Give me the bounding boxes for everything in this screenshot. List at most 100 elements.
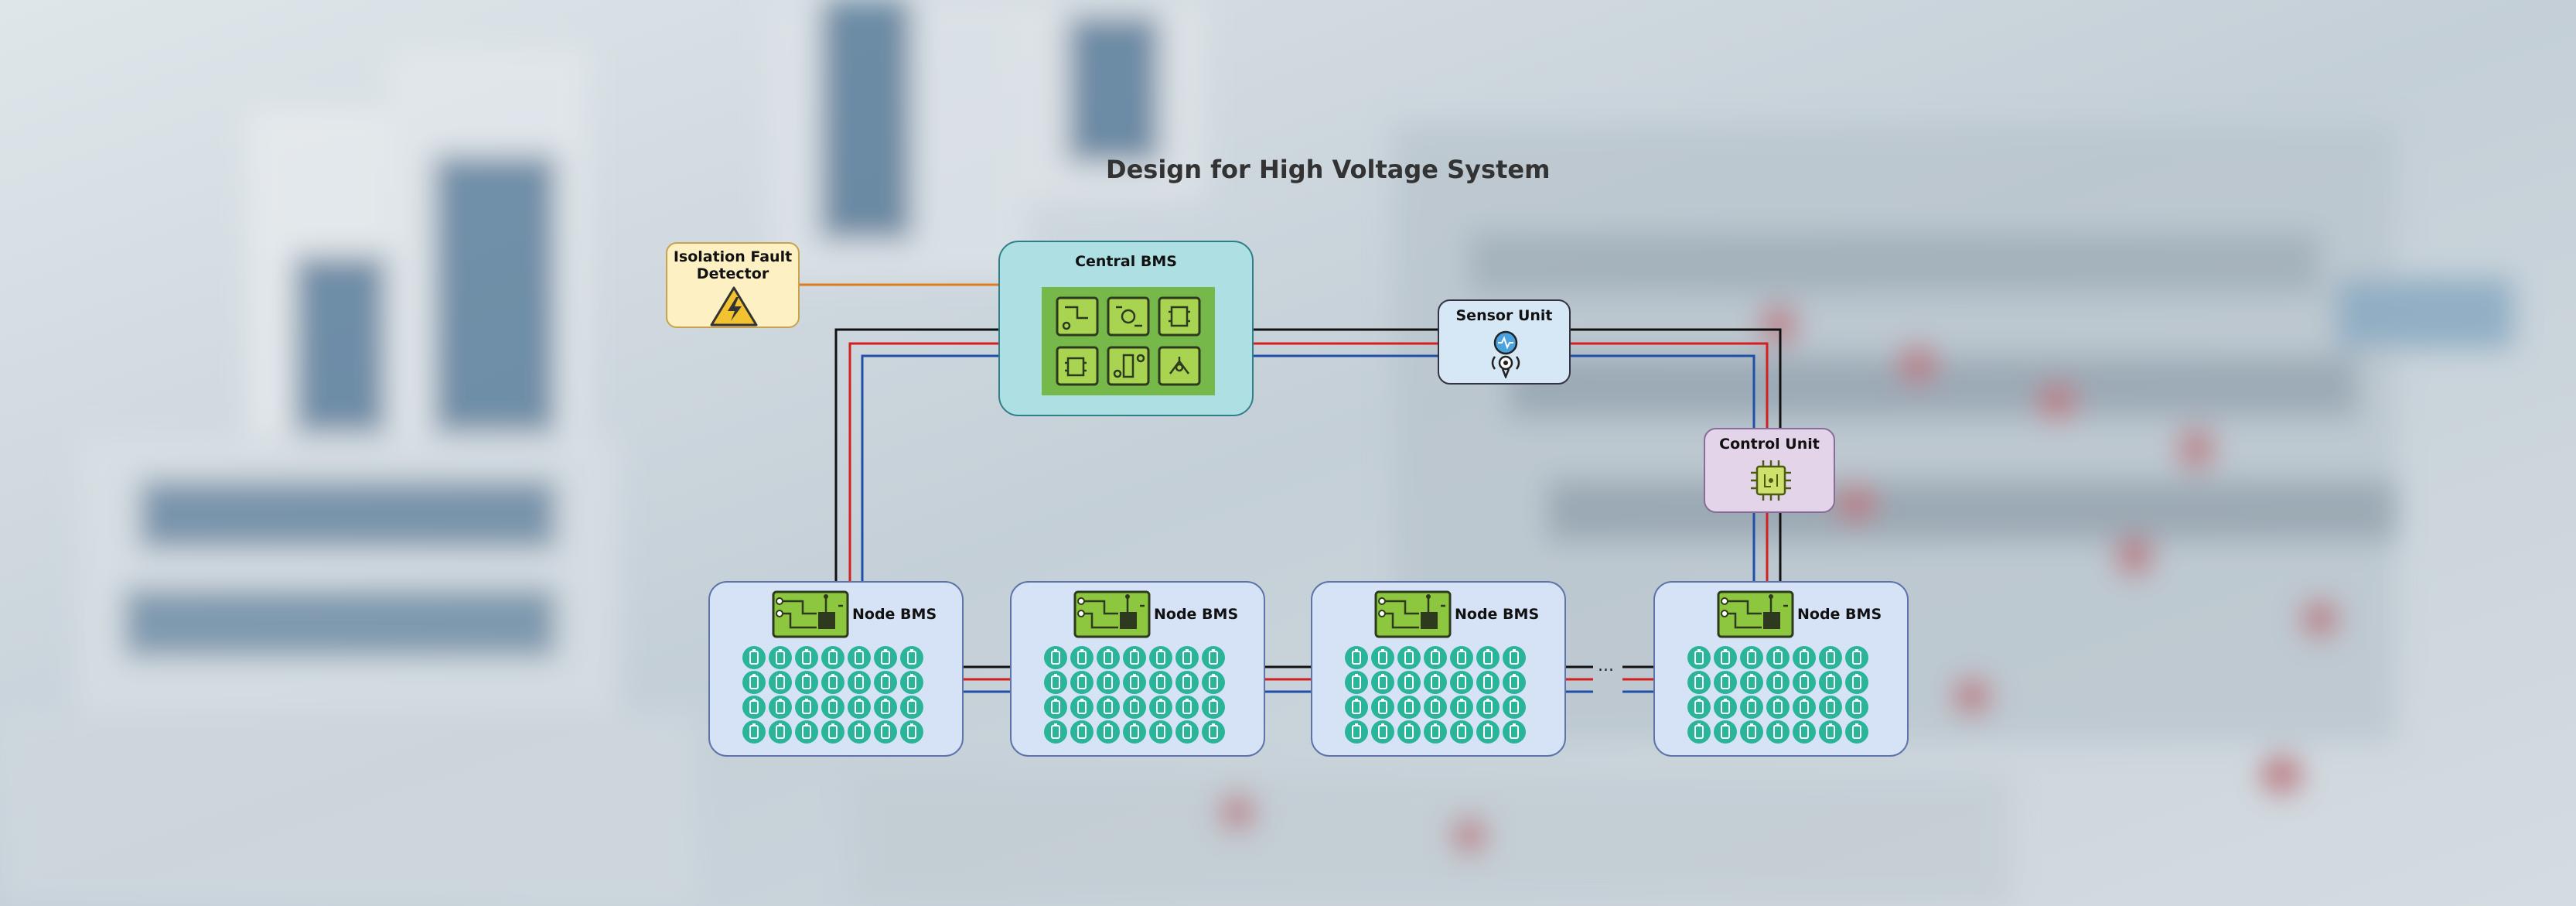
battery-cell-icon (1175, 671, 1199, 694)
diagram-title: Design for High Voltage System (1106, 155, 1551, 184)
battery-cell-icon (848, 671, 871, 694)
node-bms: Node BMS (1010, 581, 1265, 757)
circuit-board-icon (772, 590, 849, 638)
battery-cell-grid (1044, 646, 1225, 744)
battery-cell-icon (1070, 646, 1094, 669)
battery-cell-icon (1097, 696, 1120, 719)
circuit-board-icon (1717, 590, 1794, 638)
battery-cell-icon (1044, 720, 1067, 744)
battery-cell-icon (1123, 671, 1146, 694)
battery-cell-icon (742, 671, 766, 694)
battery-cell-icon (821, 671, 844, 694)
node-bms: Node BMS (1311, 581, 1566, 757)
battery-cell-icon (1202, 720, 1225, 744)
battery-cell-icon (1476, 671, 1500, 694)
battery-cell-icon (848, 696, 871, 719)
wire-central-node1-red (848, 342, 998, 581)
battery-cell-icon (821, 696, 844, 719)
battery-cell-icon (1793, 696, 1816, 719)
battery-cell-icon (1371, 720, 1394, 744)
battery-cell-icon (742, 720, 766, 744)
battery-cell-icon (1097, 671, 1120, 694)
battery-cell-icon (1687, 696, 1711, 719)
circuit-board-icon (1042, 287, 1215, 395)
battery-cell-icon (1687, 720, 1711, 744)
battery-cell-icon (1819, 720, 1842, 744)
battery-cell-icon (1345, 696, 1368, 719)
battery-cell-icon (742, 696, 766, 719)
central-bms-label: Central BMS (1075, 253, 1177, 270)
battery-cell-icon (1070, 696, 1094, 719)
sensor-unit: Sensor Unit (1438, 299, 1571, 385)
battery-cell-icon (1397, 646, 1421, 669)
battery-cell-icon (1175, 646, 1199, 669)
battery-cell-icon (1044, 696, 1067, 719)
battery-cell-icon (1450, 646, 1473, 669)
battery-cell-icon (1845, 696, 1868, 719)
node-bms-label: Node BMS (1154, 606, 1239, 623)
battery-cell-icon (769, 720, 792, 744)
control-unit-label: Control Unit (1719, 436, 1820, 453)
battery-cell-icon (1123, 696, 1146, 719)
battery-cell-icon (1793, 720, 1816, 744)
lightning-warning-icon (710, 286, 758, 327)
battery-cell-icon (848, 646, 871, 669)
battery-cell-icon (769, 671, 792, 694)
battery-cell-icon (1766, 671, 1790, 694)
battery-cell-icon (1450, 671, 1473, 694)
battery-cell-icon (1740, 696, 1763, 719)
battery-cell-icon (1123, 646, 1146, 669)
wire-central-node1-black (834, 328, 998, 581)
battery-cell-icon (795, 646, 818, 669)
battery-cell-icon (1503, 696, 1526, 719)
battery-cell-icon (1424, 696, 1447, 719)
isolation-fault-detector: Isolation Fault Detector (666, 242, 800, 328)
battery-cell-icon (795, 671, 818, 694)
battery-cell-icon (1476, 696, 1500, 719)
battery-cell-icon (1424, 671, 1447, 694)
battery-cell-icon (1714, 671, 1737, 694)
battery-cell-icon (900, 671, 923, 694)
battery-cell-icon (1044, 646, 1067, 669)
circuit-board-icon (1374, 590, 1452, 638)
battery-cell-icon (821, 646, 844, 669)
battery-cell-icon (1793, 671, 1816, 694)
node-bms-label: Node BMS (1797, 606, 1882, 623)
node-bms: Node BMS (1653, 581, 1909, 757)
battery-cell-icon (1450, 720, 1473, 744)
battery-cell-icon (1371, 671, 1394, 694)
battery-cell-icon (1202, 696, 1225, 719)
isolation-label: Isolation Fault Detector (667, 248, 798, 282)
battery-cell-icon (874, 696, 897, 719)
battery-cell-icon (1397, 696, 1421, 719)
wire-central-node1-blue (861, 354, 998, 581)
battery-cell-icon (1845, 720, 1868, 744)
battery-cell-icon (1149, 671, 1172, 694)
battery-cell-icon (1044, 671, 1067, 694)
isolation-label-line-2: Detector (696, 265, 769, 282)
battery-cell-icon (1476, 720, 1500, 744)
sensor-unit-label: Sensor Unit (1455, 307, 1553, 324)
battery-cell-icon (1424, 720, 1447, 744)
battery-cell-icon (874, 671, 897, 694)
battery-cell-icon (1687, 646, 1711, 669)
battery-cell-icon (1070, 720, 1094, 744)
battery-cell-icon (742, 646, 766, 669)
battery-cell-icon (874, 720, 897, 744)
node-bms-label: Node BMS (1455, 606, 1540, 623)
circuit-board-icon (1073, 590, 1151, 638)
node-bms: Node BMS (708, 581, 964, 757)
battery-cell-icon (1149, 646, 1172, 669)
battery-cell-icon (1845, 646, 1868, 669)
sensor-icon (1491, 330, 1520, 378)
battery-cell-icon (1766, 720, 1790, 744)
battery-cell-icon (1687, 671, 1711, 694)
battery-cell-icon (1175, 720, 1199, 744)
battery-cell-icon (1819, 671, 1842, 694)
more-nodes-ellipsis: ... (1598, 656, 1614, 675)
battery-cell-icon (1371, 646, 1394, 669)
battery-cell-icon (900, 720, 923, 744)
battery-cell-icon (1345, 671, 1368, 694)
